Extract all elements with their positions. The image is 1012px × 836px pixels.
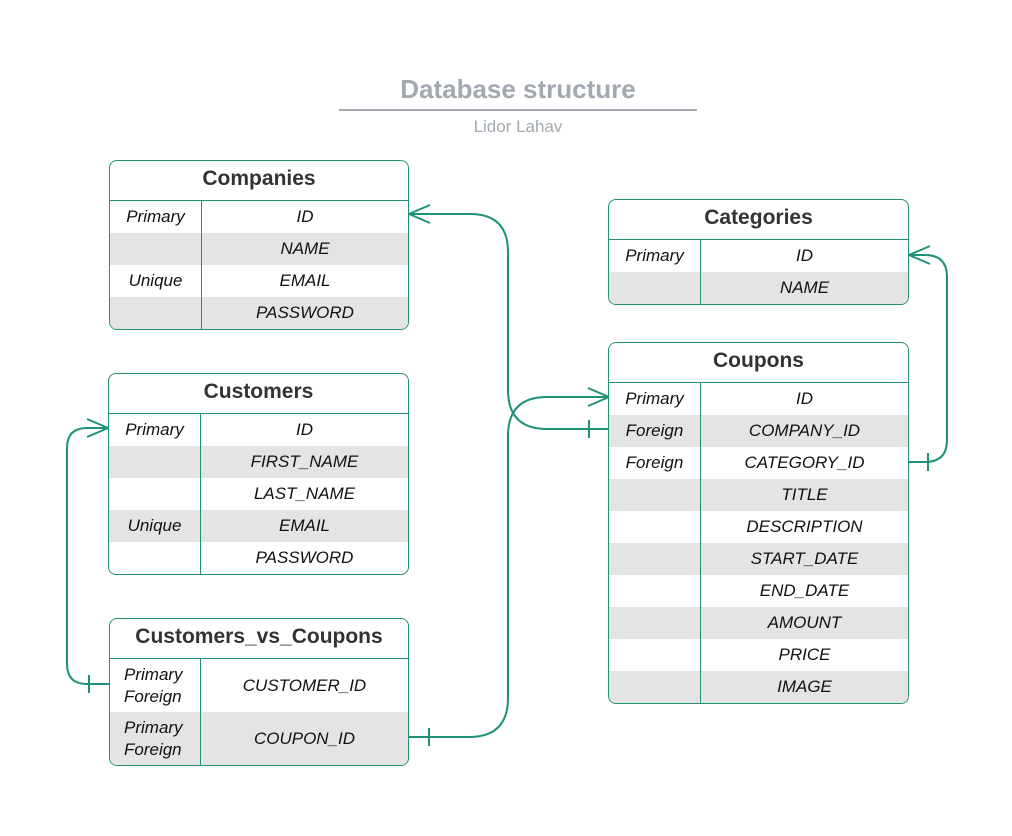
field-cell: ID xyxy=(296,420,313,439)
table-customers-vs-coupons: Customers_vs_Coupons Primary Foreign CUST… xyxy=(109,618,409,766)
field-cell: PASSWORD xyxy=(255,548,354,567)
table-row: END_DATE xyxy=(609,575,908,607)
field-cell: DESCRIPTION xyxy=(746,517,863,536)
key-cell: Primary xyxy=(609,240,701,272)
field-cell: EMAIL xyxy=(278,516,331,535)
key-cell: Unique xyxy=(109,510,201,542)
table-row: DESCRIPTION xyxy=(609,511,908,543)
field-cell: AMOUNT xyxy=(767,613,842,632)
field-cell: TITLE xyxy=(781,485,828,504)
table-title: Customers xyxy=(109,374,408,414)
field-cell: COUPON_ID xyxy=(253,728,356,748)
field-cell: END_DATE xyxy=(759,581,850,600)
relation-companies-coupons xyxy=(409,213,609,430)
field-cell: PASSWORD xyxy=(256,303,354,322)
field-cell: LAST_NAME xyxy=(253,484,356,503)
field-cell: START_DATE xyxy=(750,549,859,568)
table-row: TITLE xyxy=(609,479,908,511)
field-cell: CATEGORY_ID xyxy=(744,453,865,472)
field-cell: NAME xyxy=(280,239,330,258)
field-cell: PRICE xyxy=(778,645,831,664)
table-row: START_DATE xyxy=(609,543,908,575)
table-coupons: Coupons Primary ID Foreign COMPANY_ID Fore… xyxy=(608,342,909,704)
key-cell: Primary Foreign xyxy=(110,659,201,712)
field-cell: CUSTOMER_ID xyxy=(242,675,367,695)
table-row: Primary ID xyxy=(110,201,408,233)
table-title: Coupons xyxy=(609,343,908,383)
relation-categories-coupons xyxy=(909,254,948,463)
table-row: Primary Foreign COUPON_ID xyxy=(110,712,408,765)
field-cell: IMAGE xyxy=(777,677,832,696)
key-cell: Primary xyxy=(609,383,701,415)
key-cell xyxy=(110,233,202,265)
crowfoot-categories-id xyxy=(908,245,931,265)
table-title: Categories xyxy=(609,200,908,240)
field-cell: ID xyxy=(796,389,813,408)
key-cell: Primary xyxy=(109,414,201,446)
key-cell xyxy=(609,575,701,607)
diagram-title: Database structure xyxy=(339,74,697,111)
table-row: PASSWORD xyxy=(110,297,408,329)
field-cell: ID xyxy=(796,246,813,265)
key-cell xyxy=(609,607,701,639)
table-row: Foreign CATEGORY_ID xyxy=(609,447,908,479)
key-cell xyxy=(109,446,201,478)
table-row: IMAGE xyxy=(609,671,908,703)
table-row: Primary Foreign CUSTOMER_ID xyxy=(110,659,408,712)
field-cell: ID xyxy=(296,207,314,226)
table-row: Primary ID xyxy=(609,383,908,415)
table-row: PRICE xyxy=(609,639,908,671)
field-cell: EMAIL xyxy=(279,271,331,290)
key-cell xyxy=(609,479,701,511)
table-row: NAME xyxy=(110,233,408,265)
table-row: Primary ID xyxy=(109,414,408,446)
table-title: Customers_vs_Coupons xyxy=(110,619,408,659)
table-row: LAST_NAME xyxy=(109,478,408,510)
key-cell xyxy=(110,297,202,329)
table-categories: Categories Primary ID NAME xyxy=(608,199,909,305)
key-cell: Unique xyxy=(110,265,202,297)
table-row: Foreign COMPANY_ID xyxy=(609,415,908,447)
key-cell: Foreign xyxy=(609,447,701,479)
relation-customers-cvc xyxy=(66,427,109,685)
crowfoot-customers-id xyxy=(86,418,109,438)
key-cell xyxy=(609,543,701,575)
table-row: PASSWORD xyxy=(109,542,408,574)
diagram-subtitle: Lidor Lahav xyxy=(473,117,563,136)
key-cell xyxy=(609,272,701,304)
relation-cvc-coupons xyxy=(409,396,609,738)
crowfoot-coupons-id xyxy=(587,387,610,407)
key-cell: Primary xyxy=(110,201,202,233)
table-row: AMOUNT xyxy=(609,607,908,639)
field-cell: COMPANY_ID xyxy=(748,421,861,440)
field-cell: NAME xyxy=(779,278,830,297)
table-row: Unique EMAIL xyxy=(109,510,408,542)
table-row: FIRST_NAME xyxy=(109,446,408,478)
key-cell xyxy=(609,671,701,703)
table-title: Companies xyxy=(110,161,408,201)
key-cell xyxy=(109,542,201,574)
table-row: Primary ID xyxy=(609,240,908,272)
key-cell: Primary Foreign xyxy=(110,712,201,765)
table-row: NAME xyxy=(609,272,908,304)
key-cell xyxy=(609,639,701,671)
table-customers: Customers Primary ID FIRST_NAME LAST_NAME… xyxy=(108,373,409,575)
crowfoot-companies-id xyxy=(408,204,431,224)
key-cell: Foreign xyxy=(609,415,701,447)
field-cell: FIRST_NAME xyxy=(250,452,359,471)
key-cell xyxy=(109,478,201,510)
table-row: Unique EMAIL xyxy=(110,265,408,297)
key-cell xyxy=(609,511,701,543)
table-companies: Companies Primary ID NAME Unique EMAIL PAS… xyxy=(109,160,409,330)
